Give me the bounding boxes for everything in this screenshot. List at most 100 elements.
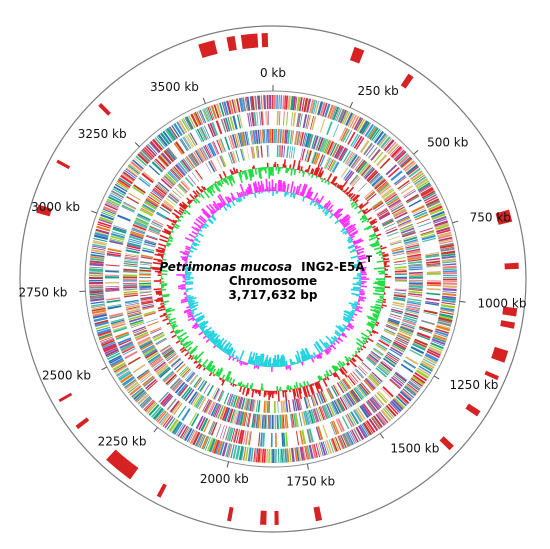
skew-bar — [310, 197, 313, 200]
cds-stripe — [120, 174, 133, 185]
cds-stripe — [106, 198, 121, 207]
cds-stripe — [282, 432, 286, 447]
cds-stripe — [332, 161, 340, 174]
cds-stripe — [391, 247, 404, 253]
cds-stripe — [139, 285, 152, 288]
cds-stripe — [420, 362, 434, 370]
cds-stripe — [119, 341, 133, 348]
cds-stripe — [390, 202, 403, 211]
cds-stripe — [372, 129, 382, 142]
cds-stripe — [402, 231, 416, 238]
cds-stripe — [167, 171, 178, 183]
skew-bar — [356, 247, 365, 252]
cds-stripe — [203, 399, 212, 413]
skew-bar — [279, 179, 282, 192]
skew-bar — [359, 293, 364, 296]
gc-bar — [158, 308, 166, 312]
cds-stripe — [90, 301, 105, 305]
gc-bar — [229, 169, 234, 175]
skew-bar — [348, 302, 358, 307]
skew-bar — [245, 362, 249, 366]
cds-stripe — [416, 331, 431, 339]
cds-stripe — [105, 282, 120, 284]
cds-stripe — [162, 130, 173, 144]
gc-bar — [302, 171, 306, 178]
cds-stripe — [391, 308, 403, 313]
cds-stripe — [226, 427, 232, 441]
skew-bar — [186, 306, 190, 309]
cds-stripe — [257, 145, 260, 158]
cds-stripe — [281, 414, 284, 429]
gc-bar — [359, 201, 369, 210]
cds-stripe — [406, 251, 421, 256]
skew-bar — [208, 203, 217, 213]
skew-bar — [249, 356, 253, 365]
gc-bar — [208, 372, 213, 377]
cds-stripe — [344, 130, 352, 144]
gc-bar — [169, 235, 173, 239]
cds-stripe — [437, 321, 452, 327]
skew-bar — [347, 239, 353, 244]
skew-bar — [212, 214, 215, 218]
cds-stripe — [319, 442, 324, 457]
cds-stripe — [160, 152, 172, 165]
cds-stripe — [215, 440, 221, 455]
skew-bar — [180, 287, 186, 290]
cds-stripe — [368, 126, 378, 139]
cds-stripe — [387, 319, 400, 325]
cds-stripe — [321, 390, 328, 402]
cds-stripe — [394, 270, 407, 273]
cds-stripe — [438, 238, 453, 243]
cds-stripe — [99, 334, 113, 341]
cds-stripe — [357, 425, 367, 439]
cds-stripe — [91, 245, 106, 249]
cds-stripe — [152, 219, 164, 226]
tick-mark — [306, 463, 309, 470]
cds-stripe — [139, 266, 152, 270]
gc-bar — [325, 373, 329, 377]
cds-stripe — [123, 264, 138, 268]
cds-stripe — [389, 378, 402, 389]
cds-stripe — [170, 192, 181, 201]
skew-bar — [352, 283, 361, 286]
cds-stripe — [356, 118, 366, 132]
gc-bar — [337, 362, 343, 369]
gc-bar — [158, 243, 167, 247]
cds-stripe — [109, 239, 124, 244]
gc-bar — [332, 364, 338, 372]
cds-stripe — [246, 96, 251, 111]
gc-bar — [364, 217, 368, 220]
skew-bar — [280, 355, 284, 367]
skew-bar — [329, 214, 334, 219]
skew-bar — [347, 236, 351, 240]
cds-stripe — [123, 274, 138, 277]
gc-bar — [164, 230, 172, 235]
tick-mark — [134, 142, 140, 148]
gc-bar — [351, 358, 356, 363]
cds-stripe — [383, 191, 396, 200]
cds-stripe — [219, 138, 226, 152]
skew-bar — [202, 224, 208, 229]
cds-stripe — [125, 253, 140, 257]
skew-bar — [348, 322, 352, 326]
cds-stripe — [133, 327, 147, 334]
cds-stripe — [418, 328, 433, 334]
cds-stripe — [169, 377, 181, 390]
gc-bar — [189, 199, 193, 203]
cds-stripe — [363, 379, 375, 392]
cds-stripe — [92, 243, 107, 248]
cds-stripe — [104, 347, 118, 355]
cds-stripe — [195, 415, 204, 430]
cds-stripe — [218, 390, 225, 402]
cds-stripe — [118, 339, 132, 346]
cds-stripe — [259, 111, 261, 126]
cds-stripe — [322, 404, 330, 419]
cds-stripe — [342, 128, 351, 143]
cds-stripe — [106, 200, 120, 208]
cds-stripe — [266, 400, 269, 413]
cds-stripe — [408, 282, 423, 285]
gc-bar — [182, 203, 188, 209]
cds-stripe — [215, 404, 222, 418]
cds-stripe — [107, 195, 122, 204]
gc-bar — [155, 299, 164, 303]
